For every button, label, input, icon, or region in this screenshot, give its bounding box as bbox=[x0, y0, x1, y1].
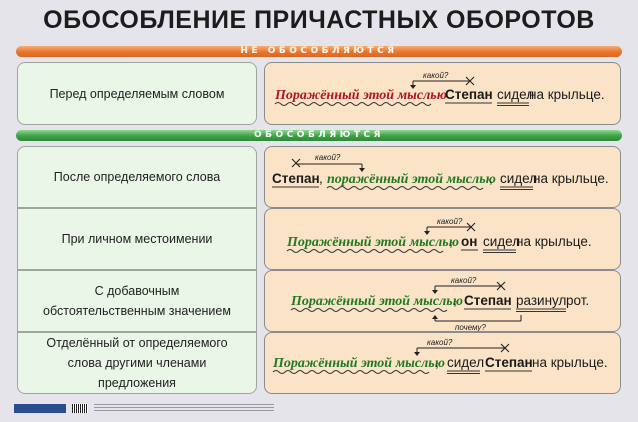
publisher-logo bbox=[14, 404, 66, 413]
example-sentence: Степан , поражённый этой мыслью , сидел … bbox=[272, 153, 609, 190]
subject-word: Степан bbox=[485, 355, 533, 370]
rule-label: С добавочным обстоятельственным значение… bbox=[17, 270, 257, 332]
participle-phrase: Поражённый этой мыслью bbox=[274, 88, 447, 103]
predicate-word: сидел bbox=[497, 87, 534, 102]
subject-word: Степан bbox=[272, 171, 320, 186]
rule-label: При личном местоимении bbox=[17, 208, 257, 270]
predicate-word: сидел bbox=[483, 234, 520, 249]
sentence-rest: на крыльце. bbox=[516, 234, 592, 249]
example-sentence: Поражённый этой мыслью , сидел Степан на… bbox=[272, 338, 608, 374]
wavy-underline bbox=[286, 249, 444, 253]
question-label: какой? bbox=[423, 71, 449, 80]
wavy-underline bbox=[326, 186, 484, 190]
example-card: Степан , поражённый этой мыслью , сидел … bbox=[264, 146, 621, 208]
sentence-rest: рот. bbox=[566, 293, 589, 308]
wavy-underline bbox=[290, 308, 448, 312]
band-not-separated: НЕ ОБОСОБЛЯЮТСЯ bbox=[16, 46, 622, 57]
question-label: какой? bbox=[437, 217, 463, 226]
fine-print bbox=[94, 404, 274, 412]
comma: , bbox=[453, 293, 457, 308]
sentence-rest: на крыльце. bbox=[533, 171, 609, 186]
rule-label: После определяемого слова bbox=[17, 146, 257, 208]
band-separated: ОБОСОБЛЯЮТСЯ bbox=[16, 130, 622, 141]
barcode bbox=[72, 404, 88, 413]
example-card: Поражённый этой мыслью , Степан разинул … bbox=[264, 270, 621, 332]
comma: , bbox=[449, 234, 453, 249]
subject-word: он bbox=[461, 234, 477, 249]
subject-word: Степан bbox=[445, 87, 493, 102]
rule-label: Отделённый от определяемого слова другим… bbox=[17, 332, 257, 394]
subject-word: Степан bbox=[464, 293, 512, 308]
sentence-rest: на крыльце. bbox=[529, 87, 605, 102]
poster-title: ОБОСОБЛЕНИЕ ПРИЧАСТНЫХ ОБОРОТОВ bbox=[43, 6, 595, 34]
predicate-word: сидел bbox=[500, 171, 537, 186]
participle-phrase: поражённый этой мыслью bbox=[327, 172, 496, 187]
example-sentence: Поражённый этой мыслью Степан сидел на к… bbox=[274, 71, 605, 106]
wavy-underline bbox=[272, 370, 430, 374]
participle-phrase: Поражённый этой мыслью bbox=[286, 235, 459, 250]
rule-label: Перед определяемым словом bbox=[17, 62, 257, 125]
example-card: Поражённый этой мыслью , сидел Степан на… bbox=[264, 332, 621, 394]
predicate-word: сидел bbox=[447, 355, 484, 370]
sentence-rest: на крыльце. bbox=[532, 355, 608, 370]
publisher-footer bbox=[14, 403, 624, 415]
comma: , bbox=[435, 355, 439, 370]
participle-phrase: Поражённый этой мыслью bbox=[272, 356, 445, 371]
predicate-word: разинул bbox=[516, 293, 566, 308]
comma: , bbox=[489, 171, 493, 186]
example-sentence: Поражённый этой мыслью , он сидел на кры… bbox=[286, 217, 592, 253]
wavy-underline bbox=[274, 102, 432, 106]
question-label: какой? bbox=[315, 153, 341, 162]
question-label: какой? bbox=[427, 338, 453, 347]
example-card: Поражённый этой мыслью Степан сидел на к… bbox=[264, 62, 621, 125]
participle-phrase: Поражённый этой мыслью bbox=[290, 294, 463, 309]
question-label: почему? bbox=[455, 323, 486, 331]
example-card: Поражённый этой мыслью , он сидел на кры… bbox=[264, 208, 621, 270]
comma: , bbox=[319, 171, 323, 186]
example-sentence: Поражённый этой мыслью , Степан разинул … bbox=[290, 276, 589, 331]
question-label: какой? bbox=[451, 276, 477, 285]
